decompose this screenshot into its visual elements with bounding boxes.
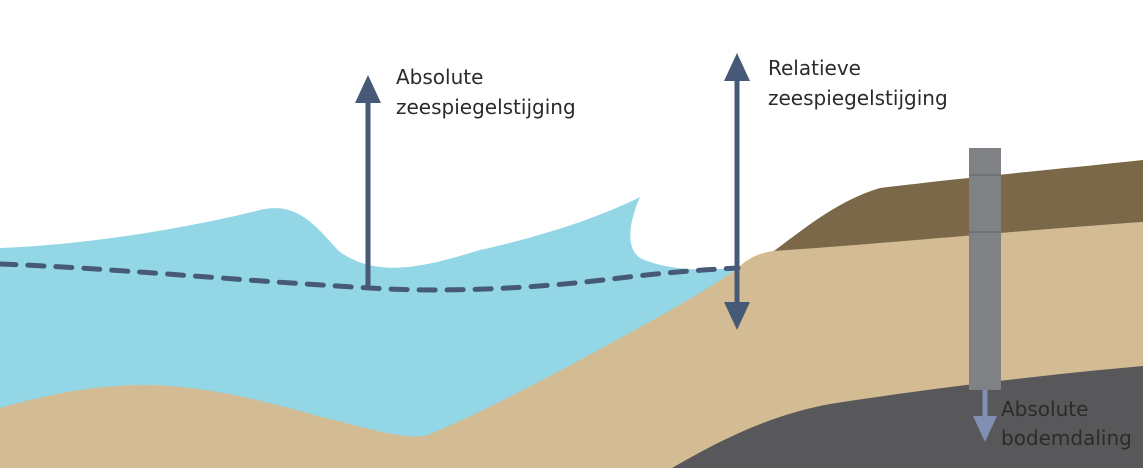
- absolute-subsidence-label-line1: Absolute: [1001, 397, 1088, 421]
- relative-sea-rise-label: Relatieve zeespiegelstijging: [768, 56, 948, 110]
- bedrock-layer: [672, 366, 1143, 468]
- reference-sea-level-dashes: [0, 261, 741, 293]
- absolute-sea-rise-label-line2: zeespiegelstijging: [396, 95, 576, 119]
- topsoil-layer: [774, 160, 1143, 251]
- absolute-sea-rise-arrow-head: [355, 75, 381, 103]
- relative-sea-rise-arrow-head-down: [724, 302, 750, 330]
- absolute-sea-rise-label: Absolute zeespiegelstijging: [396, 65, 576, 119]
- absolute-subsidence-arrow-head: [973, 416, 997, 442]
- absolute-sea-rise-label-line1: Absolute: [396, 65, 483, 89]
- relative-sea-rise-arrow-head-up: [724, 53, 750, 81]
- relative-sea-rise-label-line2: zeespiegelstijging: [768, 86, 948, 110]
- measurement-pillar: [969, 148, 1001, 390]
- absolute-subsidence-label: Absolute bodemdaling: [1001, 397, 1132, 450]
- relative-sea-rise-label-line1: Relatieve: [768, 56, 861, 80]
- absolute-subsidence-label-line2: bodemdaling: [1001, 426, 1132, 450]
